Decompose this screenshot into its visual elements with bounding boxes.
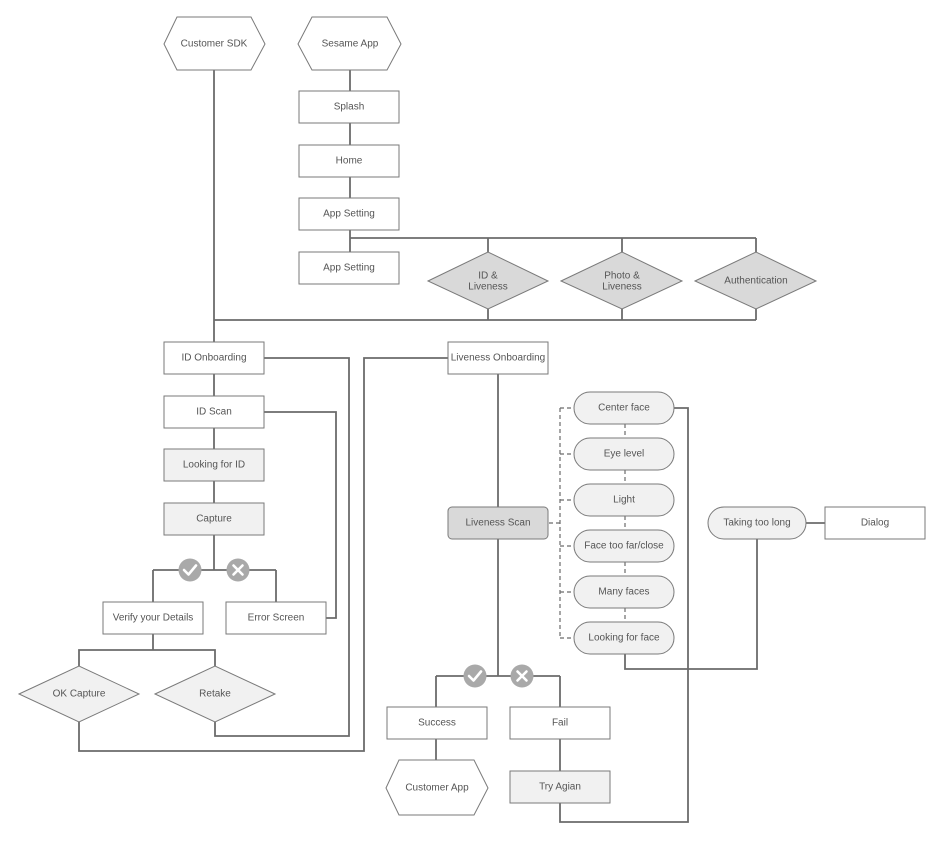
dialog-label: Dialog <box>861 518 889 529</box>
connector-diamonds-bus <box>214 309 757 321</box>
try-again-label: Try Agian <box>539 782 581 793</box>
error-screen-node: Error Screen <box>225 601 327 635</box>
center-face-label: Center face <box>598 403 650 414</box>
id-scan-label: ID Scan <box>196 407 232 418</box>
connector-liveness-result-split <box>435 675 561 707</box>
connector-id-result-split <box>152 569 277 602</box>
eye-level-node: Eye level <box>573 437 675 471</box>
fail-node: Fail <box>509 706 611 740</box>
connector-verify-split <box>78 634 216 666</box>
many-faces-label: Many faces <box>598 587 649 598</box>
customer-app-label: Customer App <box>405 783 469 794</box>
liveness-scan-label: Liveness Scan <box>465 518 530 529</box>
fail-label: Fail <box>552 718 568 729</box>
home-node: Home <box>298 144 400 178</box>
verify-details-label: Verify your Details <box>113 613 194 624</box>
eye-level-label: Eye level <box>604 449 645 460</box>
ok-capture-node: OK Capture <box>17 665 141 723</box>
app-setting-detail-label: App Setting <box>323 263 375 274</box>
connector-idscan-errorscreen <box>264 411 337 619</box>
app-setting-label: App Setting <box>323 209 375 220</box>
dialog-node: Dialog <box>824 506 926 540</box>
retake-node: Retake <box>153 665 277 723</box>
authentication-node: Authentication <box>693 251 818 310</box>
many-faces-node: Many faces <box>573 575 675 609</box>
face-far-close-node: Face too far/close <box>573 529 675 563</box>
center-face-node: Center face <box>573 391 675 425</box>
id-liveness-label-line1: ID & <box>478 271 498 282</box>
x-circle-icon <box>226 558 250 582</box>
liveness-onboarding-node: Liveness Onboarding <box>447 341 549 375</box>
id-liveness-label-line2: Liveness <box>468 282 507 293</box>
liveness-onboarding-label: Liveness Onboarding <box>451 353 546 364</box>
sesame-app-label: Sesame App <box>322 39 379 50</box>
photo-liveness-node: Photo & Liveness <box>559 251 684 310</box>
connector-lookingforface-timeout <box>624 539 758 670</box>
try-again-node: Try Agian <box>509 770 611 804</box>
connector-feedback-bracket <box>549 407 574 639</box>
error-screen-label: Error Screen <box>248 613 305 624</box>
id-scan-node: ID Scan <box>163 395 265 429</box>
id-onboarding-label: ID Onboarding <box>181 353 246 364</box>
splash-node: Splash <box>298 90 400 124</box>
looking-for-face-label: Looking for face <box>588 633 660 644</box>
customer-sdk-label: Customer SDK <box>181 39 248 50</box>
connector-okcapture-liveness <box>78 357 448 752</box>
verify-details-node: Verify your Details <box>102 601 204 635</box>
liveness-scan-node: Liveness Scan <box>447 506 549 540</box>
splash-label: Splash <box>334 102 365 113</box>
customer-app-node: Customer App <box>385 759 489 816</box>
connector-idonboarding-retake <box>214 357 350 737</box>
ok-capture-label: OK Capture <box>53 689 106 700</box>
looking-for-id-node: Looking for ID <box>163 448 265 482</box>
taking-too-long-node: Taking too long <box>707 506 807 540</box>
success-node: Success <box>386 706 488 740</box>
photo-liveness-label-line2: Liveness <box>602 282 641 293</box>
id-onboarding-node: ID Onboarding <box>163 341 265 375</box>
capture-node: Capture <box>163 502 265 536</box>
photo-liveness-label-line1: Photo & <box>604 271 640 282</box>
customer-sdk-node: Customer SDK <box>163 16 266 71</box>
app-setting-node: App Setting <box>298 197 400 231</box>
x-circle-icon <box>510 664 534 688</box>
capture-label: Capture <box>196 514 232 525</box>
retake-label: Retake <box>199 689 231 700</box>
authentication-label: Authentication <box>724 276 787 287</box>
id-liveness-node: ID & Liveness <box>426 251 550 310</box>
check-circle-icon <box>463 664 487 688</box>
looking-for-id-label: Looking for ID <box>183 460 245 471</box>
connector-tryagain-loop <box>559 407 689 823</box>
face-far-close-label: Face too far/close <box>584 541 664 552</box>
connectors <box>78 70 825 823</box>
home-label: Home <box>336 156 363 167</box>
success-label: Success <box>418 718 456 729</box>
taking-too-long-label: Taking too long <box>723 518 790 529</box>
check-circle-icon <box>178 558 202 582</box>
light-node: Light <box>573 483 675 517</box>
light-label: Light <box>613 495 635 506</box>
app-setting-detail-node: App Setting <box>298 251 400 285</box>
sesame-app-node: Sesame App <box>297 16 402 71</box>
looking-for-face-node: Looking for face <box>573 621 675 655</box>
